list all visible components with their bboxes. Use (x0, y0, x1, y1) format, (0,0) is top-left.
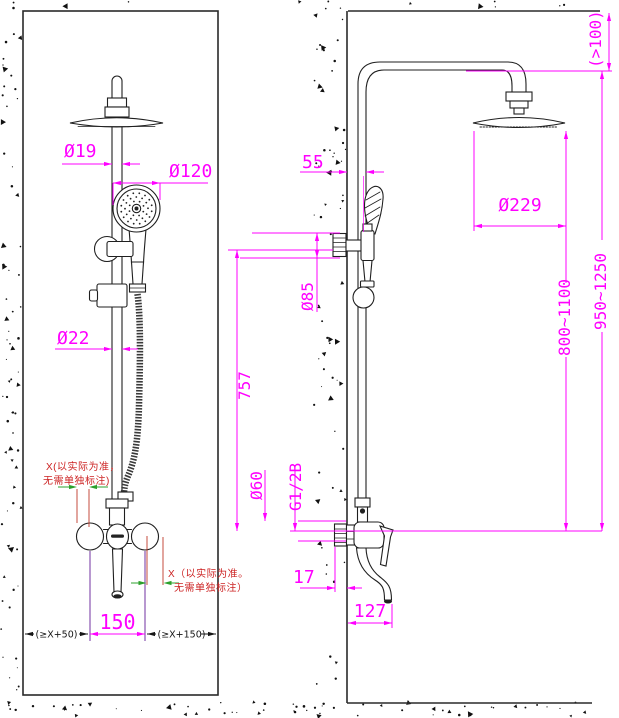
dim-bracket-diameter: Ø85 (298, 282, 317, 311)
note-left-line2: 无需单独标注) (43, 474, 110, 487)
wall-bracket-side (332, 223, 375, 309)
shower-hose (120, 293, 144, 495)
concrete-hatch-middle (313, 7, 348, 685)
hand-shower-side (363, 185, 384, 235)
dim-slide-bar-diameter: Ø22 (57, 328, 90, 349)
dim-head-height-range: 800~1100 (555, 279, 574, 356)
note-right-line2: 无需单独标注） (174, 581, 248, 594)
dim-inlet-distance: 150 (99, 610, 135, 634)
side-view-dimensions: 55 Ø85 757 Ø229 800~1100 950~1250 (>100)… (228, 10, 612, 628)
dim-hand-shower-diameter: Ø120 (169, 161, 212, 182)
dim-embed-depth: 17 (293, 567, 315, 588)
note-left-line1: X(以实际为准， (46, 460, 120, 473)
dim-wall-to-bar: 55 (302, 152, 324, 173)
hand-shower-front (112, 184, 161, 293)
dim-inlet-thread: G1/2B (286, 463, 305, 511)
dim-pipe-diameter: Ø19 (64, 141, 97, 162)
side-view: 55 Ø85 757 Ø229 800~1100 950~1250 (>100)… (228, 10, 612, 704)
dim-right-clearance: (≥X+150) (158, 630, 206, 641)
side-view-frame (347, 10, 600, 704)
tolerance-annotations: X(以实际为准， 无需单独标注) X（以实际为准。 无需单独标注） (43, 460, 249, 594)
overhead-shower-front (69, 117, 164, 128)
dim-flange-diameter: Ø60 (247, 471, 266, 500)
mixer-faucet-front (75, 498, 160, 599)
spout-front (111, 548, 124, 593)
dim-spout-reach: 127 (354, 601, 387, 622)
mixer-faucet-side (333, 497, 394, 604)
dimension-arrowheads (25, 13, 612, 637)
note-right-line1: X（以实际为准。 (168, 567, 249, 580)
dim-left-clearance: (≥X+50) (36, 630, 78, 641)
concrete-hatch-top (62, 0, 566, 10)
dim-overall-height-range: 950~1250 (591, 253, 610, 330)
inlet-extension-lines (89, 551, 146, 641)
slide-bar-holder-front (93, 235, 134, 263)
riser-and-arm-side (357, 61, 527, 499)
concrete-hatch-left (0, 1, 23, 710)
front-view: Ø19 Ø120 Ø22 150 (≥X+50) (≥X+150) X(以实际为… (22, 10, 249, 696)
spout-side (355, 547, 393, 601)
slider-block-front (88, 283, 128, 308)
dim-slide-bar-length: 757 (235, 371, 254, 400)
dim-overhead-diameter: Ø229 (498, 195, 541, 216)
overhead-shower-side (472, 91, 566, 129)
slider-ball-side (352, 286, 375, 309)
dim-ceiling-clearance: (>100) (586, 10, 605, 68)
faucet-lever-side (378, 525, 394, 567)
